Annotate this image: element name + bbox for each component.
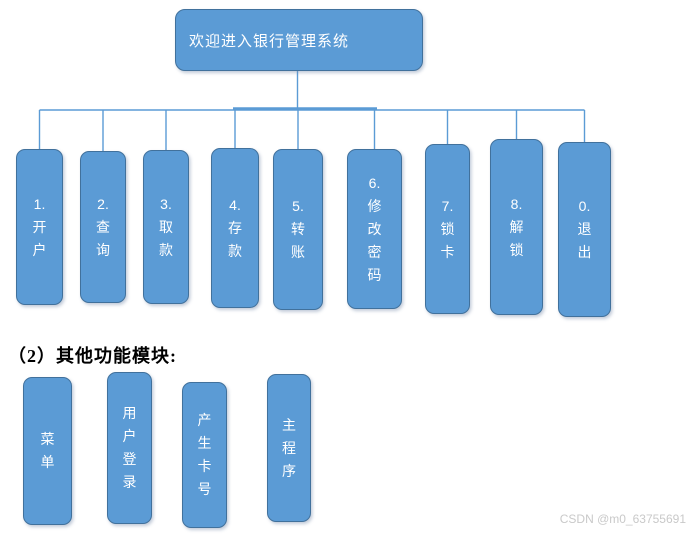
module-label: 产 生 卡 号 — [197, 412, 212, 497]
module-box-change-password: 6. 修 改 密 码 — [347, 149, 402, 309]
module-label: 主 程 序 — [282, 416, 296, 479]
module-label: 7. 锁 卡 — [440, 197, 455, 260]
module-box-deposit: 4. 存 款 — [211, 148, 259, 308]
module-box-withdraw: 3. 取 款 — [143, 150, 189, 304]
module-box-main-program: 主 程 序 — [267, 374, 311, 522]
module-box-lock-card: 7. 锁 卡 — [425, 144, 470, 314]
module-box-unlock: 8. 解 锁 — [490, 139, 543, 315]
module-box-open-account: 1. 开 户 — [16, 149, 63, 305]
module-label: 2. 查 询 — [96, 195, 110, 258]
module-label: 1. 开 户 — [32, 195, 47, 258]
section-heading-other-modules: （2）其他功能模块: — [8, 346, 177, 366]
csdn-watermark: CSDN @m0_63755691 — [559, 512, 686, 526]
module-box-generate-card-number: 产 生 卡 号 — [182, 382, 227, 528]
title-box-label: 欢迎进入银行管理系统 — [189, 32, 350, 50]
module-label: 8. 解 锁 — [509, 195, 524, 258]
module-label: 菜 单 — [40, 431, 55, 470]
title-box-welcome: 欢迎进入银行管理系统 — [175, 9, 423, 71]
module-label: 3. 取 款 — [159, 195, 173, 258]
module-box-user-login: 用 户 登 录 — [107, 372, 152, 524]
module-box-transfer: 5. 转 账 — [273, 149, 323, 310]
module-box-exit: 0. 退 出 — [558, 142, 611, 317]
module-label: 0. 退 出 — [577, 198, 592, 260]
module-label: 5. 转 账 — [291, 198, 305, 260]
module-label: 用 户 登 录 — [122, 405, 137, 490]
module-box-query: 2. 查 询 — [80, 151, 126, 303]
module-label: 6. 修 改 密 码 — [367, 174, 382, 283]
module-box-menu: 菜 单 — [23, 377, 72, 525]
module-label: 4. 存 款 — [228, 196, 242, 259]
